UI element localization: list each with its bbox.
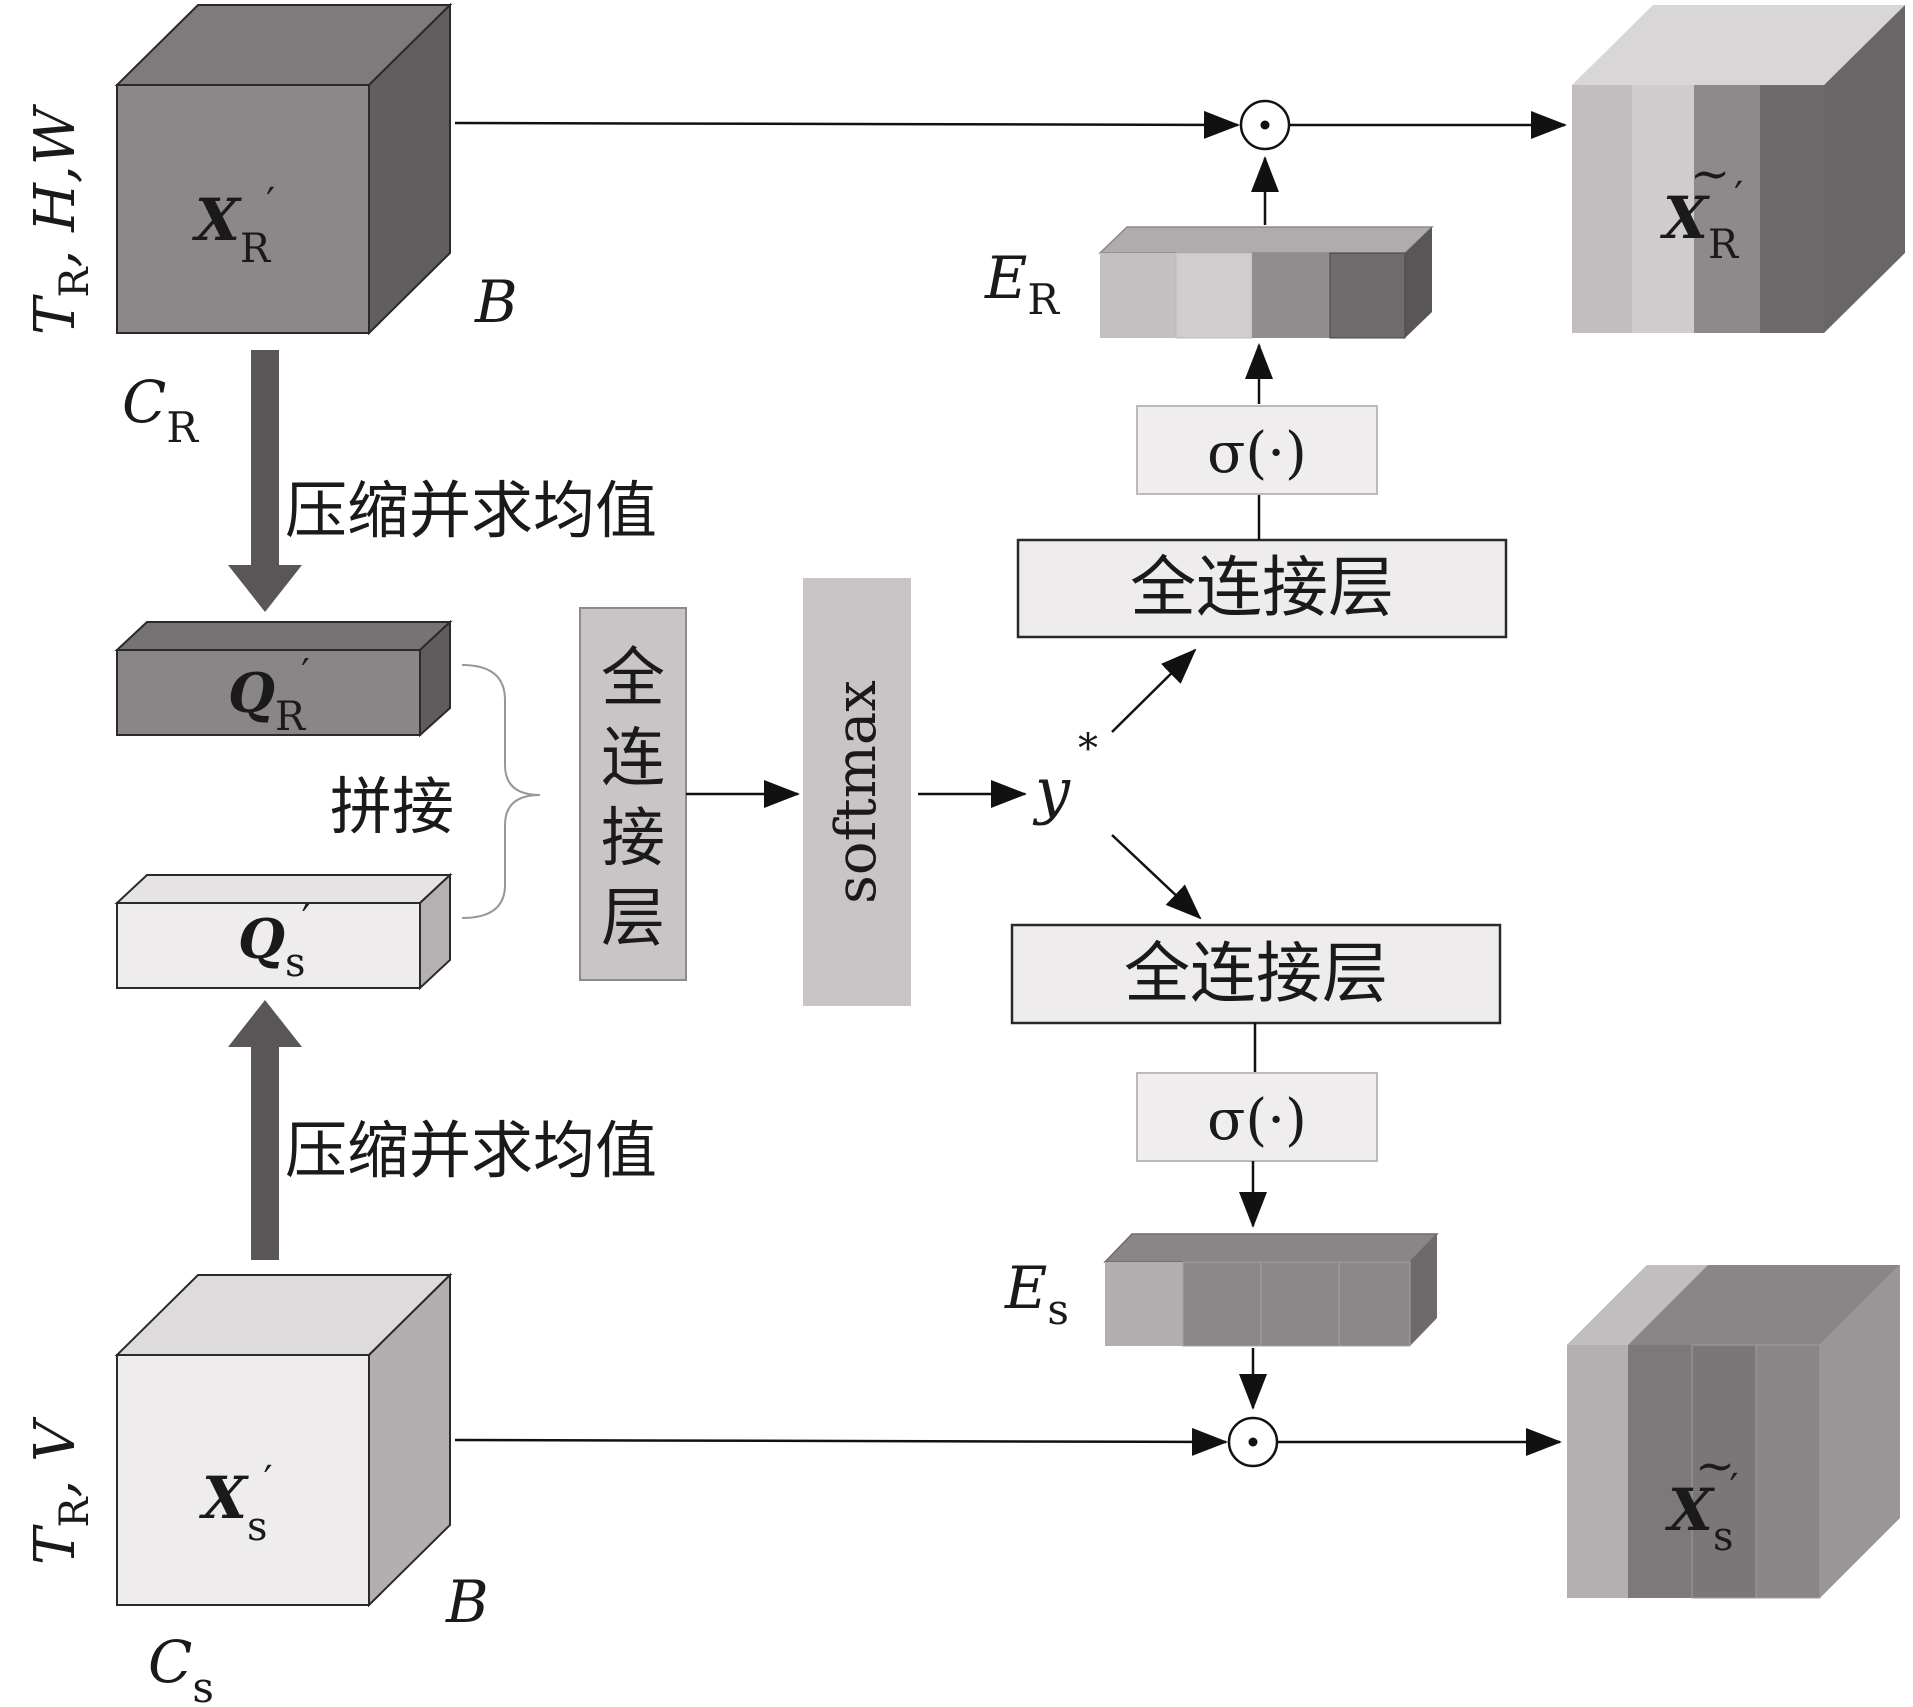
out-r-block: XR′ ~ — [1572, 5, 1905, 333]
fc-vertical-char-4: 层 — [601, 882, 665, 956]
cs-label: Cs — [148, 1628, 214, 1707]
es-bar — [1103, 1233, 1439, 1347]
qs-bar: Qs′ — [114, 872, 453, 991]
softmax-label: softmax — [824, 680, 889, 904]
sigma-top-label: σ(·) — [1207, 421, 1307, 486]
out-s-label: Xs′ — [1664, 1466, 1739, 1560]
xr-side-label: TR, H,W — [23, 103, 98, 335]
fc-bottom-box — [1010, 923, 1502, 1025]
xs-cube-label: Xs′ — [198, 1458, 273, 1550]
fc-vertical-char-3: 接 — [601, 802, 665, 876]
qs-label: Qs′ — [238, 897, 310, 986]
out-r-label: XR′ — [1659, 174, 1743, 268]
squeeze-down-arrow — [228, 350, 302, 612]
sigma-bottom-box — [1136, 1072, 1378, 1162]
out-s-block: Xs′ ~ — [1567, 1265, 1900, 1599]
xs-to-odot-arrow — [454, 1427, 1228, 1456]
xr-cube: XR′ — [114, 2, 453, 336]
qr-label: QR′ — [228, 651, 310, 740]
xr-cube-label: XR′ — [191, 180, 275, 272]
softmax-label-group: softmax — [824, 680, 889, 904]
y-star-label: y* — [1032, 726, 1098, 827]
er-bar — [1098, 226, 1434, 339]
out-s-tilde: ~ — [1695, 1438, 1735, 1494]
xr-b-label: B — [474, 268, 518, 336]
out-r-tilde: ~ — [1690, 146, 1730, 202]
squeeze-up-arrow — [228, 1000, 302, 1260]
fc-top-label: 全连接层 — [1130, 549, 1394, 626]
xs-b-label: B — [445, 1568, 489, 1636]
squeeze-bottom-label: 压缩并求均值 — [285, 1114, 657, 1187]
fc-top-box — [1016, 538, 1508, 639]
sigma-bottom-label: σ(·) — [1207, 1088, 1307, 1153]
svg-text:TR, V: TR, V — [23, 1416, 98, 1565]
sigma-top-box — [1136, 405, 1378, 495]
fc-bottom-label: 全连接层 — [1124, 935, 1388, 1012]
odot-top-dot — [1260, 120, 1270, 130]
svg-text:TR, H,W: TR, H,W — [23, 103, 98, 335]
fc-vertical-char-1: 全 — [601, 642, 665, 716]
y-to-fc-bottom-arrow — [1111, 834, 1202, 920]
qr-bar: QR′ — [114, 619, 453, 740]
concat-brace — [461, 664, 541, 919]
y-to-fc-top-arrow — [1111, 648, 1197, 733]
squeeze-top-label: 压缩并求均值 — [285, 474, 657, 547]
er-label: ER — [984, 244, 1060, 324]
odot-bottom-dot — [1248, 1437, 1258, 1447]
xs-cube: Xs′ — [114, 1272, 453, 1608]
cr-label: CR — [122, 368, 199, 452]
concat-label: 拼接 — [330, 770, 454, 843]
fc-vertical-char-2: 连 — [601, 722, 665, 796]
xr-to-odot-arrow — [454, 110, 1240, 139]
xs-side-label: TR, V — [23, 1416, 98, 1565]
fc-vertical-box — [579, 607, 687, 981]
softmax-box — [803, 578, 911, 1006]
es-label: Es — [1004, 1254, 1069, 1334]
